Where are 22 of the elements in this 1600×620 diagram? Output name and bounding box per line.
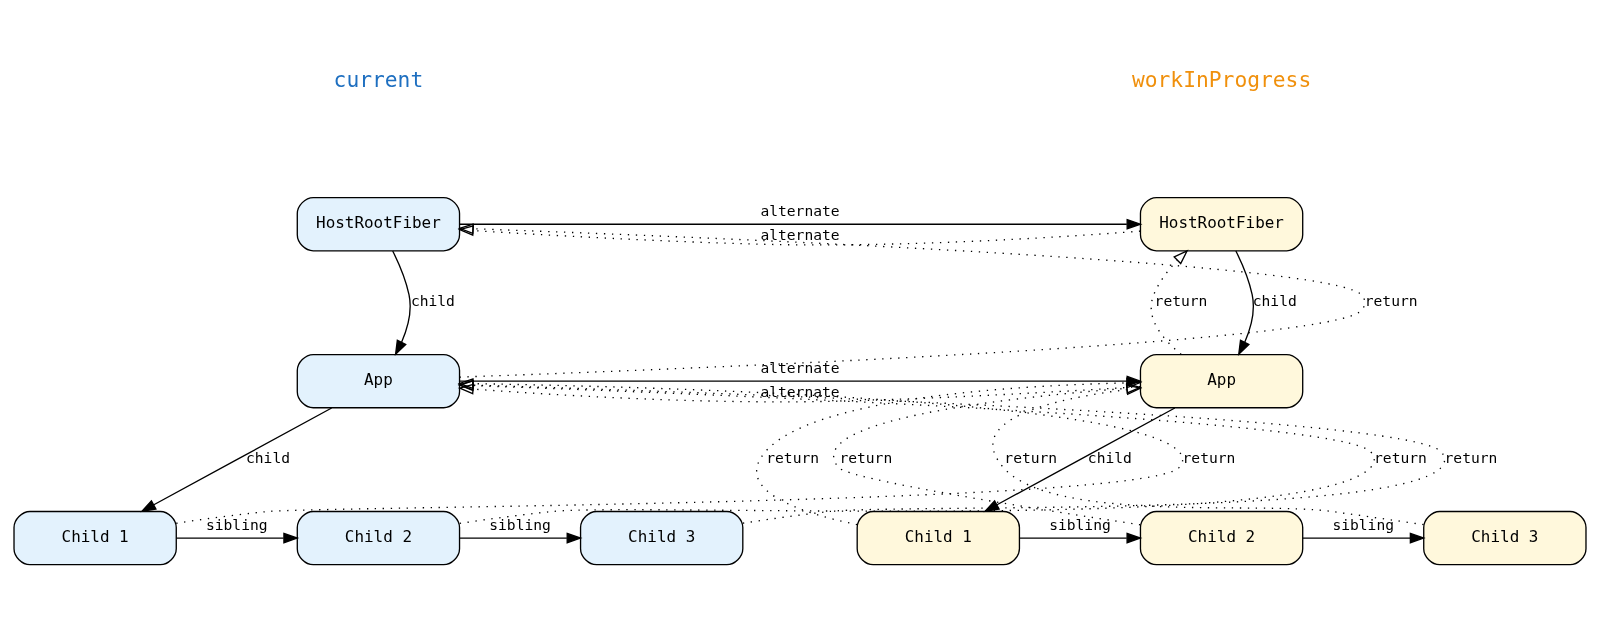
edge-label: child [246, 449, 291, 467]
label: workInProgress [1131, 66, 1312, 92]
label: current [333, 66, 424, 92]
edge-label: child [1087, 449, 1132, 467]
edge-label: child [410, 292, 455, 310]
edge-label: return [1374, 449, 1427, 467]
edge-label: return [1444, 449, 1498, 467]
edge-label: child [1252, 292, 1297, 310]
edge-label: sibling [205, 515, 268, 533]
edge-label: return [1182, 449, 1236, 467]
edge-label: return [1154, 292, 1208, 310]
edge-label: alternate [760, 382, 840, 400]
edge-label: return [1004, 449, 1058, 467]
edge-label: return [1364, 292, 1418, 310]
edge-label: sibling [1049, 515, 1111, 533]
edge-label: alternate [760, 225, 840, 243]
edge-label: alternate [760, 201, 840, 219]
edge-label: sibling [489, 515, 551, 533]
edge-label: alternate [760, 358, 840, 376]
edge-label: return [839, 449, 893, 467]
edge-label: sibling [1332, 515, 1395, 533]
edge-label: return [766, 449, 820, 467]
